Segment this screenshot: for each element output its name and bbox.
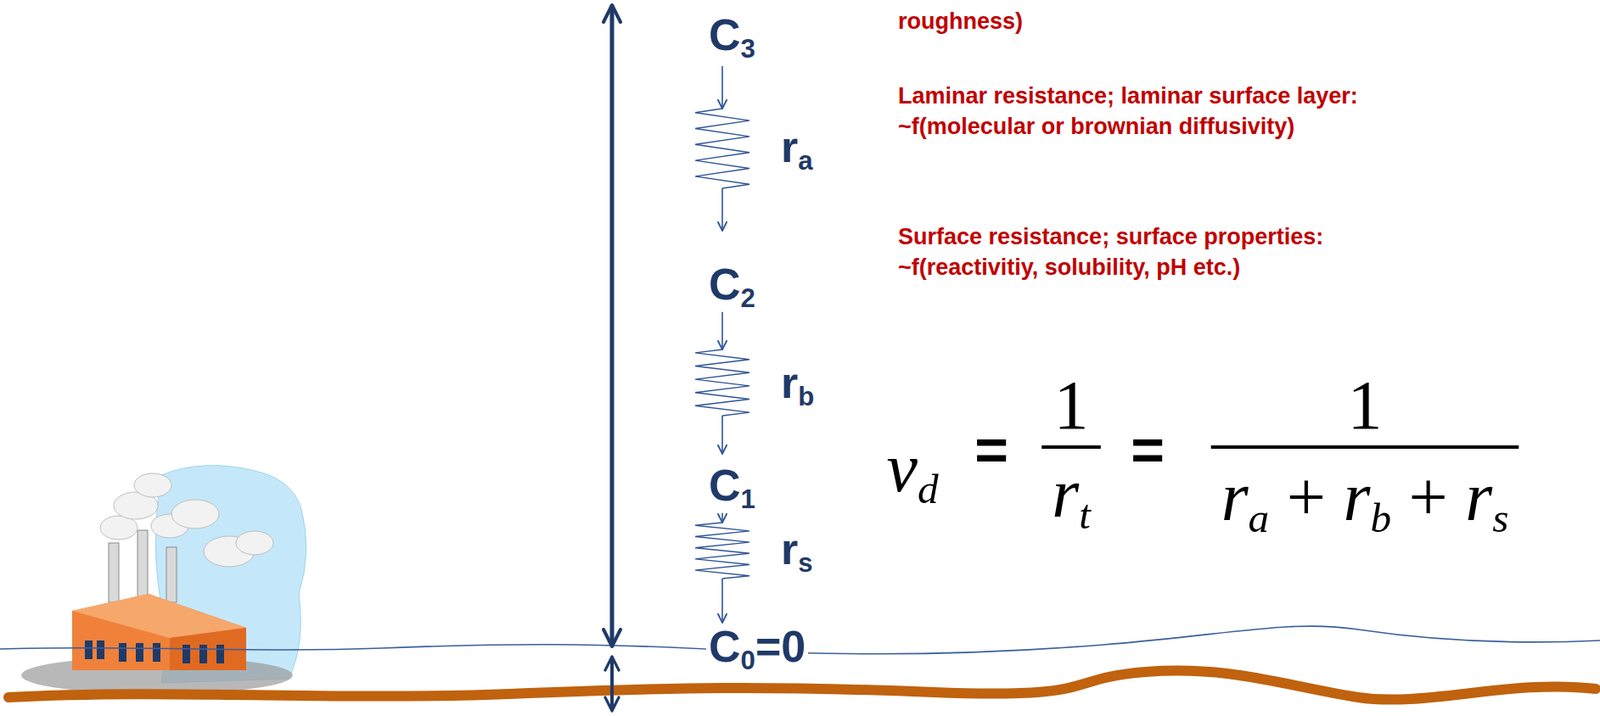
text-part: 3 [741,33,756,64]
ground-line [8,670,1596,700]
text-part: 1 [1347,366,1383,444]
concentration-label: C0=0 [706,624,809,675]
formula-term: ra + rb + rs [1221,462,1510,540]
formula-term: rt [1051,459,1091,537]
factory-illustration [21,465,307,695]
formula-term: 1 [1347,370,1383,441]
height-arrow [610,5,615,647]
flux-arrow [721,66,724,109]
text-part: a [1248,494,1270,542]
fraction-bar [1041,445,1101,450]
annotation-text: ~f(molecular or brownian diffusivity) [898,115,1295,139]
text-part: v [887,429,918,507]
formula-term: vd [887,433,939,511]
text-part: =0 [755,622,806,672]
text-part: C [708,460,742,511]
resistor-chain [695,66,750,624]
text-part: + [1286,458,1326,536]
formula-equals: = [974,421,1009,479]
concentration-label: C2 [706,262,758,313]
text-part: b [797,381,815,412]
text-part: s [797,548,813,579]
fraction-bars [1041,447,1519,449]
flux-arrow [721,310,724,350]
text-part: 1 [1054,366,1090,444]
text-part: d [917,465,939,513]
resistor-symbol [695,108,750,189]
annotation-text: roughness) [898,10,1023,34]
text-part: 2 [741,283,756,314]
text-part: r [780,358,798,408]
resistance-label: ra [780,124,814,175]
text-part: b [1369,494,1392,542]
text-part: C [708,259,742,309]
flux-arrow [721,188,724,231]
text-part: + [1408,458,1448,536]
text-part: s [1492,494,1509,542]
text-part: 1 [741,484,756,515]
text-part: C [708,10,742,60]
resistor-symbol [695,522,750,579]
text-part: r [1465,458,1493,536]
text-part: r [780,524,798,574]
text-part: a [797,145,813,176]
text-part: r [1221,458,1249,536]
fraction-bar [1211,445,1520,450]
text-part: 0 [741,645,756,676]
text-part: r [1342,458,1370,536]
concentration-label: C3 [706,12,758,63]
text-part: t [1078,491,1091,539]
concentration-label: C1 [706,463,758,514]
annotation-text: ~f(reactivitiy, solubility, pH etc.) [898,256,1241,280]
formula-equals: = [1130,421,1165,479]
formula-term: 1 [1054,370,1090,441]
surface-layer-arrow [610,656,614,712]
flux-arrow [721,415,724,455]
flux-arrow [721,578,724,624]
text-part: r [1051,454,1079,533]
text-part: C [708,622,742,672]
annotation-text: Surface resistance; surface properties: [898,225,1324,249]
resistance-label: rb [780,360,815,411]
resistance-label: rs [780,527,814,578]
text-part: r [780,122,798,172]
resistor-symbol [695,349,750,416]
annotation-text: Laminar resistance; laminar surface laye… [898,84,1359,108]
